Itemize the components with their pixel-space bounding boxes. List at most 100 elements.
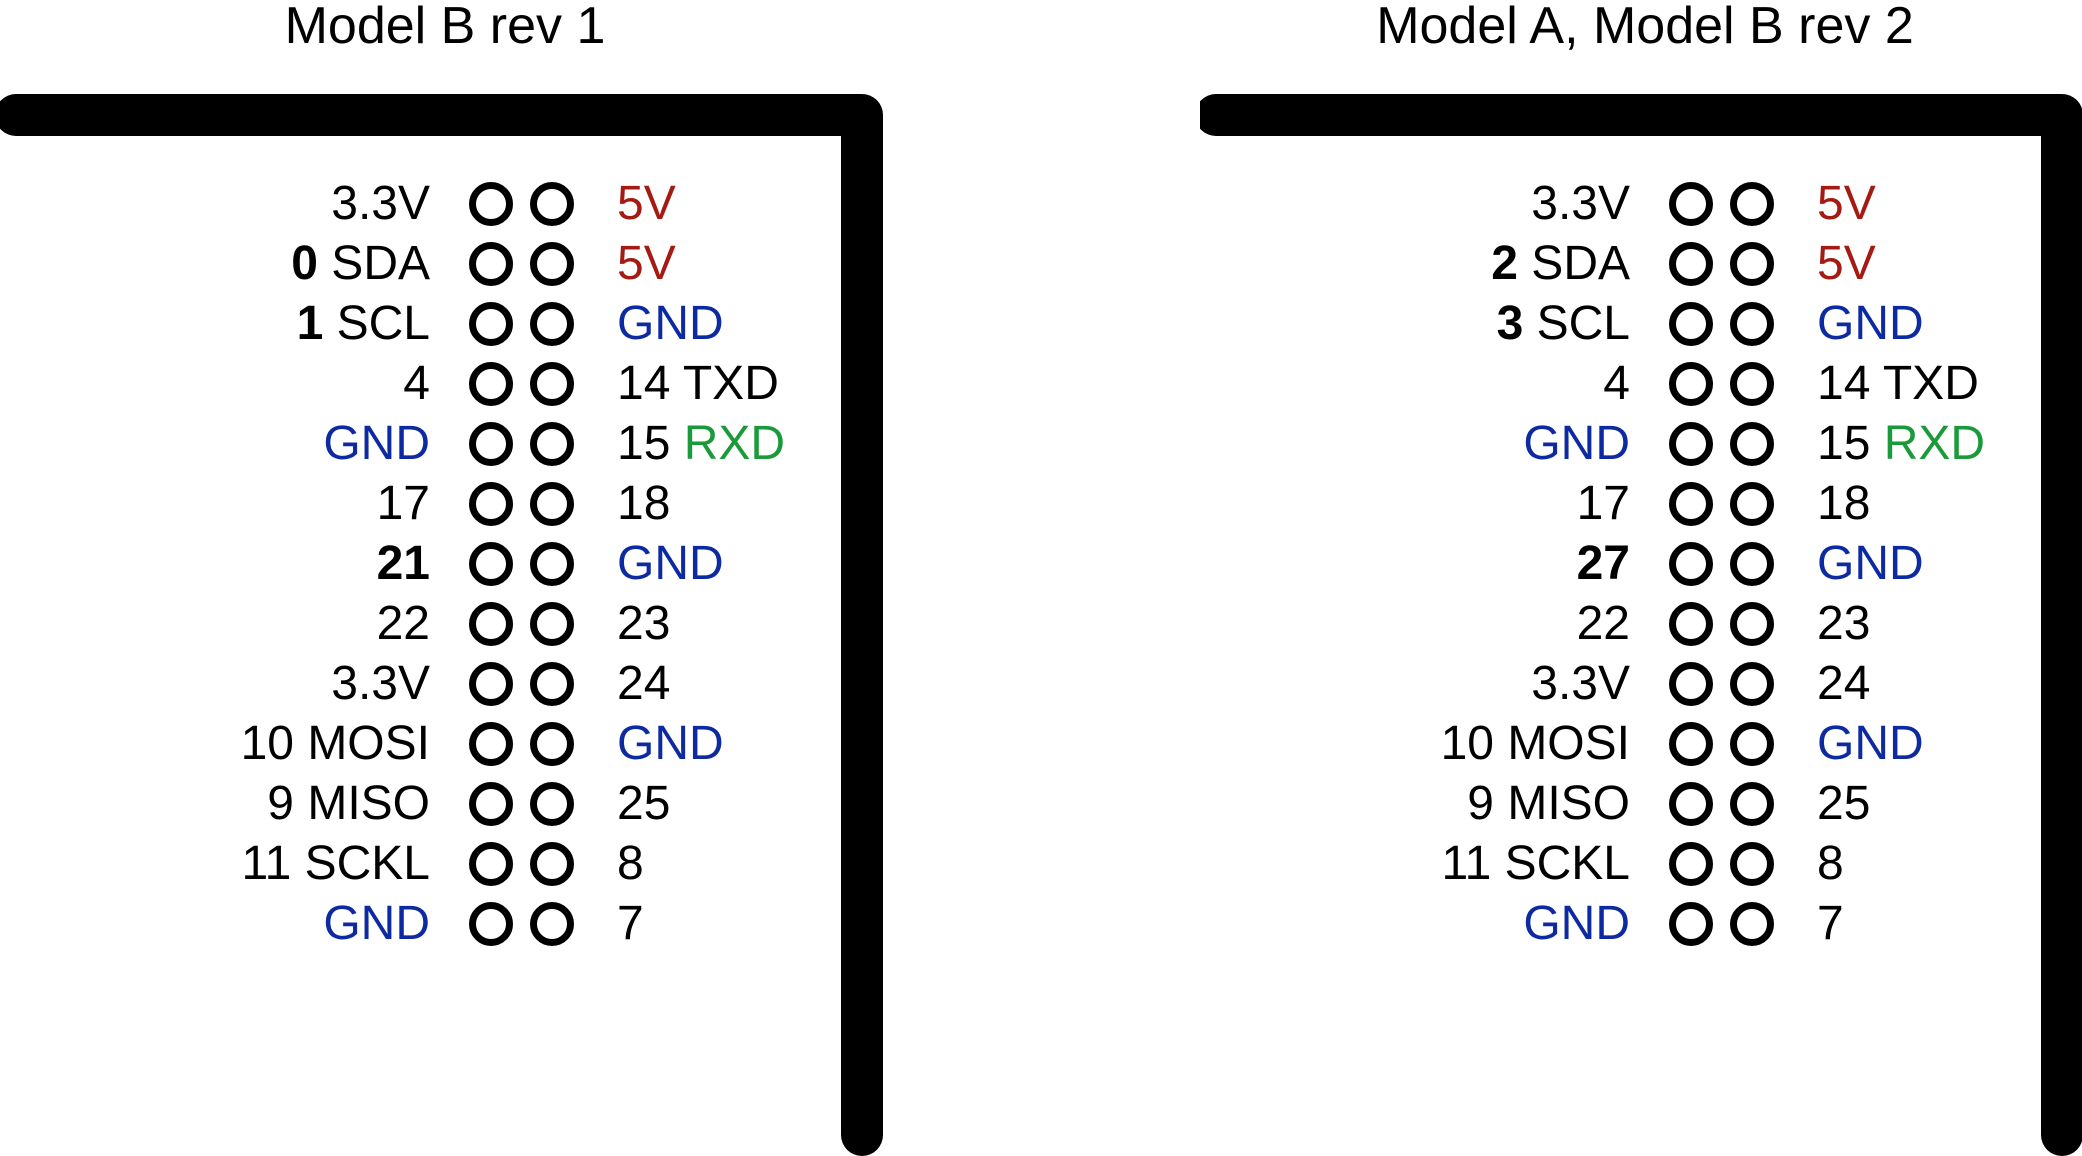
pin-hole (1669, 722, 1713, 766)
pin-label-part: 3 (1496, 297, 1524, 350)
pin-label-part: SCL (1523, 297, 1630, 350)
pin-label-part: 22 (376, 597, 430, 650)
pin-hole (1669, 662, 1713, 706)
pin-hole (1730, 902, 1774, 946)
pin-label-left: 0 SDA (291, 234, 430, 294)
pin-hole (1730, 602, 1774, 646)
pin-hole (1669, 902, 1713, 946)
pin-row: 3.3V 24 (1200, 654, 2082, 714)
pin-label-right: 15 RXD (617, 414, 785, 474)
pin-label-left: 3.3V (1531, 654, 1630, 714)
pin-label-right: 7 (617, 894, 644, 954)
pin-row: 22 23 (0, 594, 890, 654)
pin-label-part: GND (617, 537, 724, 590)
pin-hole (1730, 782, 1774, 826)
pin-label-left: 10 MOSI (241, 714, 430, 774)
pin-label-left: 9 MISO (1467, 774, 1630, 834)
pin-label-part: GND (323, 897, 430, 950)
pin-label-part: 5V (617, 177, 676, 230)
pin-hole (1730, 242, 1774, 286)
pin-label-part: 14 TXD (617, 357, 779, 410)
pin-hole (469, 722, 513, 766)
pin-label-right: 23 (617, 594, 670, 654)
pin-label-part: 8 (617, 837, 644, 890)
pin-hole (1730, 482, 1774, 526)
pin-label-left: 17 (1577, 474, 1630, 534)
pin-row: 4 14 TXD (1200, 354, 2082, 414)
pin-hole (1730, 662, 1774, 706)
pin-row: 11 SCKL 8 (0, 834, 890, 894)
pin-hole (1730, 722, 1774, 766)
pin-label-part: GND (323, 417, 430, 470)
pin-label-part: 10 MOSI (1440, 717, 1630, 770)
pin-label-part: RXD (683, 417, 786, 470)
pin-hole (1730, 542, 1774, 586)
pin-hole (1730, 842, 1774, 886)
pin-label-part: GND (1523, 897, 1630, 950)
pin-hole (469, 602, 513, 646)
pin-label-part: 0 (291, 237, 318, 290)
pin-label-part: 7 (617, 897, 644, 950)
pin-label-left: GND (323, 414, 430, 474)
pin-hole (469, 362, 513, 406)
pin-label-part: SCL (323, 297, 430, 350)
pin-label-part: GND (617, 297, 724, 350)
pin-label-left: 2 SDA (1491, 234, 1630, 294)
pin-label-part: 10 MOSI (240, 717, 430, 770)
pin-label-part: 18 (617, 477, 671, 530)
pin-label-left: 11 SCKL (241, 834, 430, 894)
pin-label-part: 23 (617, 597, 671, 650)
pin-hole (530, 602, 574, 646)
pin-label-right: 5V (1817, 174, 1876, 234)
pin-label-left: 21 (377, 534, 430, 594)
pin-label-right: GND (617, 294, 724, 354)
pin-hole (1669, 542, 1713, 586)
pin-label-part: 25 (1817, 777, 1871, 830)
pin-label-part: SDA (1517, 237, 1630, 290)
pin-hole (469, 842, 513, 886)
pin-label-right: GND (1817, 714, 1924, 774)
pin-label-part: 24 (1817, 657, 1871, 710)
panel-title: Model A, Model B rev 2 (1376, 0, 1914, 55)
pin-label-part: 2 (1491, 237, 1518, 290)
pin-label-part: 9 MISO (267, 777, 430, 830)
pin-row: 2 SDA 5V (1200, 234, 2082, 294)
pin-label-left: 4 (1603, 354, 1630, 414)
pin-label-right: 18 (1817, 474, 1870, 534)
pin-hole (1669, 482, 1713, 526)
pin-label-part: 1 (296, 297, 324, 350)
pin-label-part: 3.3V (1531, 177, 1630, 230)
pin-hole (1730, 422, 1774, 466)
pin-hole (469, 182, 513, 226)
board-corner-outline (0, 94, 883, 1156)
pin-label-right: 25 (617, 774, 670, 834)
pin-hole (1730, 362, 1774, 406)
pin-label-right: 18 (617, 474, 670, 534)
pin-row: 4 14 TXD (0, 354, 890, 414)
pin-label-part: 4 (403, 357, 430, 410)
pin-hole (469, 422, 513, 466)
pin-hole (530, 662, 574, 706)
pin-hole (1669, 302, 1713, 346)
pin-label-right: GND (1817, 294, 1924, 354)
pin-label-part: 5V (1817, 177, 1876, 230)
pin-label-left: 27 (1577, 534, 1630, 594)
pin-label-right: 14 TXD (1817, 354, 1979, 414)
pin-label-part: SDA (317, 237, 430, 290)
pin-label-right: 7 (1817, 894, 1844, 954)
pin-label-left: GND (1523, 414, 1630, 474)
pin-label-right: 14 TXD (617, 354, 779, 414)
pin-label-part: 17 (1576, 477, 1630, 530)
pin-label-part: 27 (1576, 537, 1630, 590)
pin-label-part: GND (1817, 717, 1924, 770)
pin-label-right: 25 (1817, 774, 1870, 834)
pin-row: 9 MISO 25 (1200, 774, 2082, 834)
pin-hole (469, 242, 513, 286)
pin-hole (530, 842, 574, 886)
pin-label-part: 5V (1817, 237, 1876, 290)
